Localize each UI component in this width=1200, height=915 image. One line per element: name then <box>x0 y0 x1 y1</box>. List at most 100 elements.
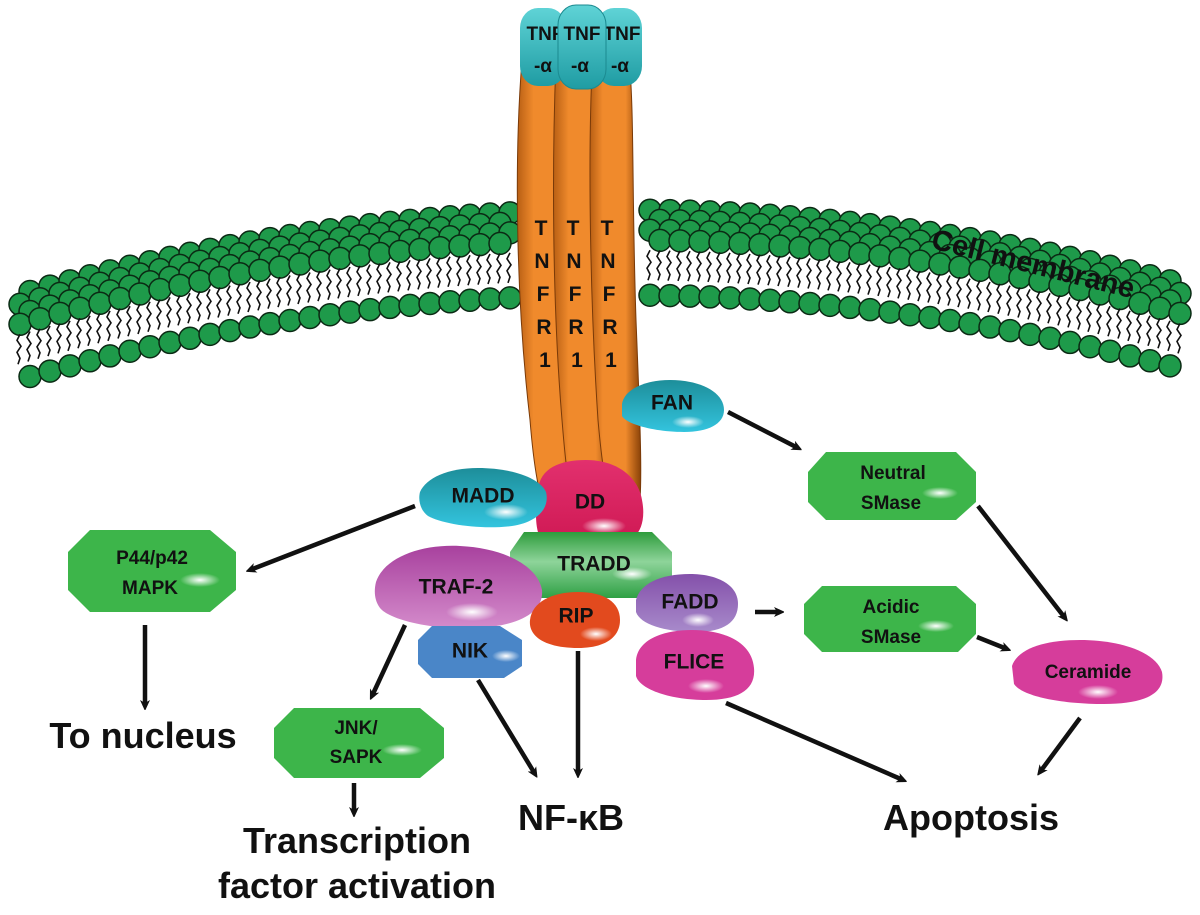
lipid-tail <box>16 333 22 365</box>
lipid-tail <box>856 263 862 294</box>
node-fadd[interactable]: FADD <box>636 574 738 632</box>
node-label: MAPK <box>122 578 178 599</box>
lipid-head <box>858 297 882 322</box>
lipid-tail <box>66 320 72 352</box>
lipid-head <box>1098 339 1122 363</box>
lipid-tail <box>256 279 262 311</box>
node-mapk[interactable]: P44/p42 MAPK <box>68 530 236 612</box>
lipid-head <box>838 295 862 320</box>
tnfr1-receptor[interactable]: T N F R 1 <box>589 69 642 501</box>
lipid-head <box>218 318 242 343</box>
lipid-tail <box>466 254 472 286</box>
node-madd[interactable]: MADD <box>419 468 547 528</box>
lipid-tail <box>1086 301 1092 332</box>
lipid-head <box>18 364 42 389</box>
node-jnk-sapk[interactable]: JNK/ SAPK <box>274 708 444 778</box>
node-label: NIK <box>452 640 488 663</box>
ligand-label: TNF <box>604 24 641 45</box>
lipid-tail <box>1126 310 1132 342</box>
ligand-label: -α <box>534 56 552 77</box>
lipid-head <box>678 284 702 308</box>
node-nik[interactable]: NIK <box>418 626 522 678</box>
lipid-head <box>438 290 462 314</box>
outcome-transcription-line1: Transcription <box>243 820 471 861</box>
arrow-fan-to-neutral-smase <box>726 409 798 448</box>
lipid-head <box>768 234 792 258</box>
lipid-tail <box>996 283 1002 315</box>
lipid-tail <box>726 252 732 284</box>
lipid-head <box>48 301 72 326</box>
receptor-letter: T <box>601 217 614 240</box>
lipid-tail <box>96 312 102 344</box>
lipid-tail <box>966 278 972 309</box>
node-acidic-smase[interactable]: Acidic SMase <box>804 586 976 652</box>
lipid-head <box>778 290 802 314</box>
lipid-tail <box>86 315 92 347</box>
node-dd[interactable]: DD <box>536 460 644 538</box>
lipid-tail <box>756 254 762 285</box>
lipid-tail <box>476 254 482 285</box>
node-flice[interactable]: FLICE <box>636 630 755 700</box>
lipid-head <box>368 241 392 266</box>
lipid-tail <box>216 287 222 318</box>
lipid-head <box>1148 296 1172 321</box>
lipid-head <box>1038 326 1062 351</box>
node-traf2[interactable]: TRAF-2 <box>374 545 543 629</box>
lipid-tail <box>186 292 192 324</box>
lipid-tail <box>446 256 452 288</box>
lipid-head <box>408 237 432 262</box>
lipid-tail <box>336 267 342 299</box>
tnf-alpha-ligand[interactable]: TNF -α <box>596 8 642 86</box>
node-neutral-smase[interactable]: Neutral SMase <box>808 452 976 520</box>
lipid-tail <box>956 276 962 308</box>
lipid-tail <box>846 262 852 293</box>
lipid-head <box>338 300 362 324</box>
arrow-ceramide-to-apoptosis <box>1040 716 1082 772</box>
lipid-head <box>278 308 302 333</box>
lipid-head <box>398 293 422 318</box>
lipid-head <box>448 234 472 258</box>
lipid-head <box>128 282 152 306</box>
lipid-head <box>298 305 322 330</box>
lipid-tail <box>986 281 992 313</box>
outcome-apoptosis: Apoptosis <box>883 797 1059 838</box>
lipid-tail <box>136 303 142 335</box>
lipid-tail <box>1116 308 1122 339</box>
lipid-tail <box>156 299 162 330</box>
node-ceramide[interactable]: Ceramide <box>1012 640 1163 704</box>
lipid-tail <box>826 259 832 291</box>
lipid-head <box>958 311 982 336</box>
tnf-alpha-ligands: TNF -α TNF -α TNF -α <box>520 4 642 90</box>
lipid-head <box>38 359 62 383</box>
lipid-tail <box>306 272 312 303</box>
lipid-head <box>1058 330 1082 355</box>
lipid-tail <box>1176 323 1182 354</box>
node-label: JNK/ <box>334 718 378 739</box>
arrow-neutral-smase-to-ceramide <box>976 504 1065 618</box>
tnf-alpha-ligand[interactable]: TNF -α <box>557 4 607 90</box>
node-label: P44/p42 <box>116 548 188 569</box>
lipid-tail <box>1156 317 1162 349</box>
node-tradd[interactable]: TRADD <box>510 532 672 598</box>
receptor-letter: 1 <box>571 349 583 372</box>
lipid-head <box>848 241 872 266</box>
node-fan[interactable]: FAN <box>622 380 724 432</box>
lipid-tail <box>736 253 742 284</box>
lipid-tail <box>356 265 362 297</box>
lipid-tail <box>686 250 692 282</box>
tnf-alpha-ligand[interactable]: TNF -α <box>520 8 566 86</box>
lipid-tail <box>406 259 412 291</box>
lipid-tail <box>456 255 462 287</box>
node-label: FADD <box>661 591 718 614</box>
node-label: Ceramide <box>1045 662 1132 683</box>
ligand-label: -α <box>611 56 629 77</box>
node-rip[interactable]: RIP <box>529 592 620 648</box>
node-label: Neutral <box>860 463 925 484</box>
receptor-letter: F <box>603 283 616 306</box>
lipid-tail <box>886 266 892 298</box>
lipid-tail <box>56 323 62 354</box>
node-label: Acidic <box>862 597 919 618</box>
lipid-head <box>318 302 342 327</box>
lipid-head <box>718 286 742 310</box>
lipid-head <box>198 322 222 347</box>
